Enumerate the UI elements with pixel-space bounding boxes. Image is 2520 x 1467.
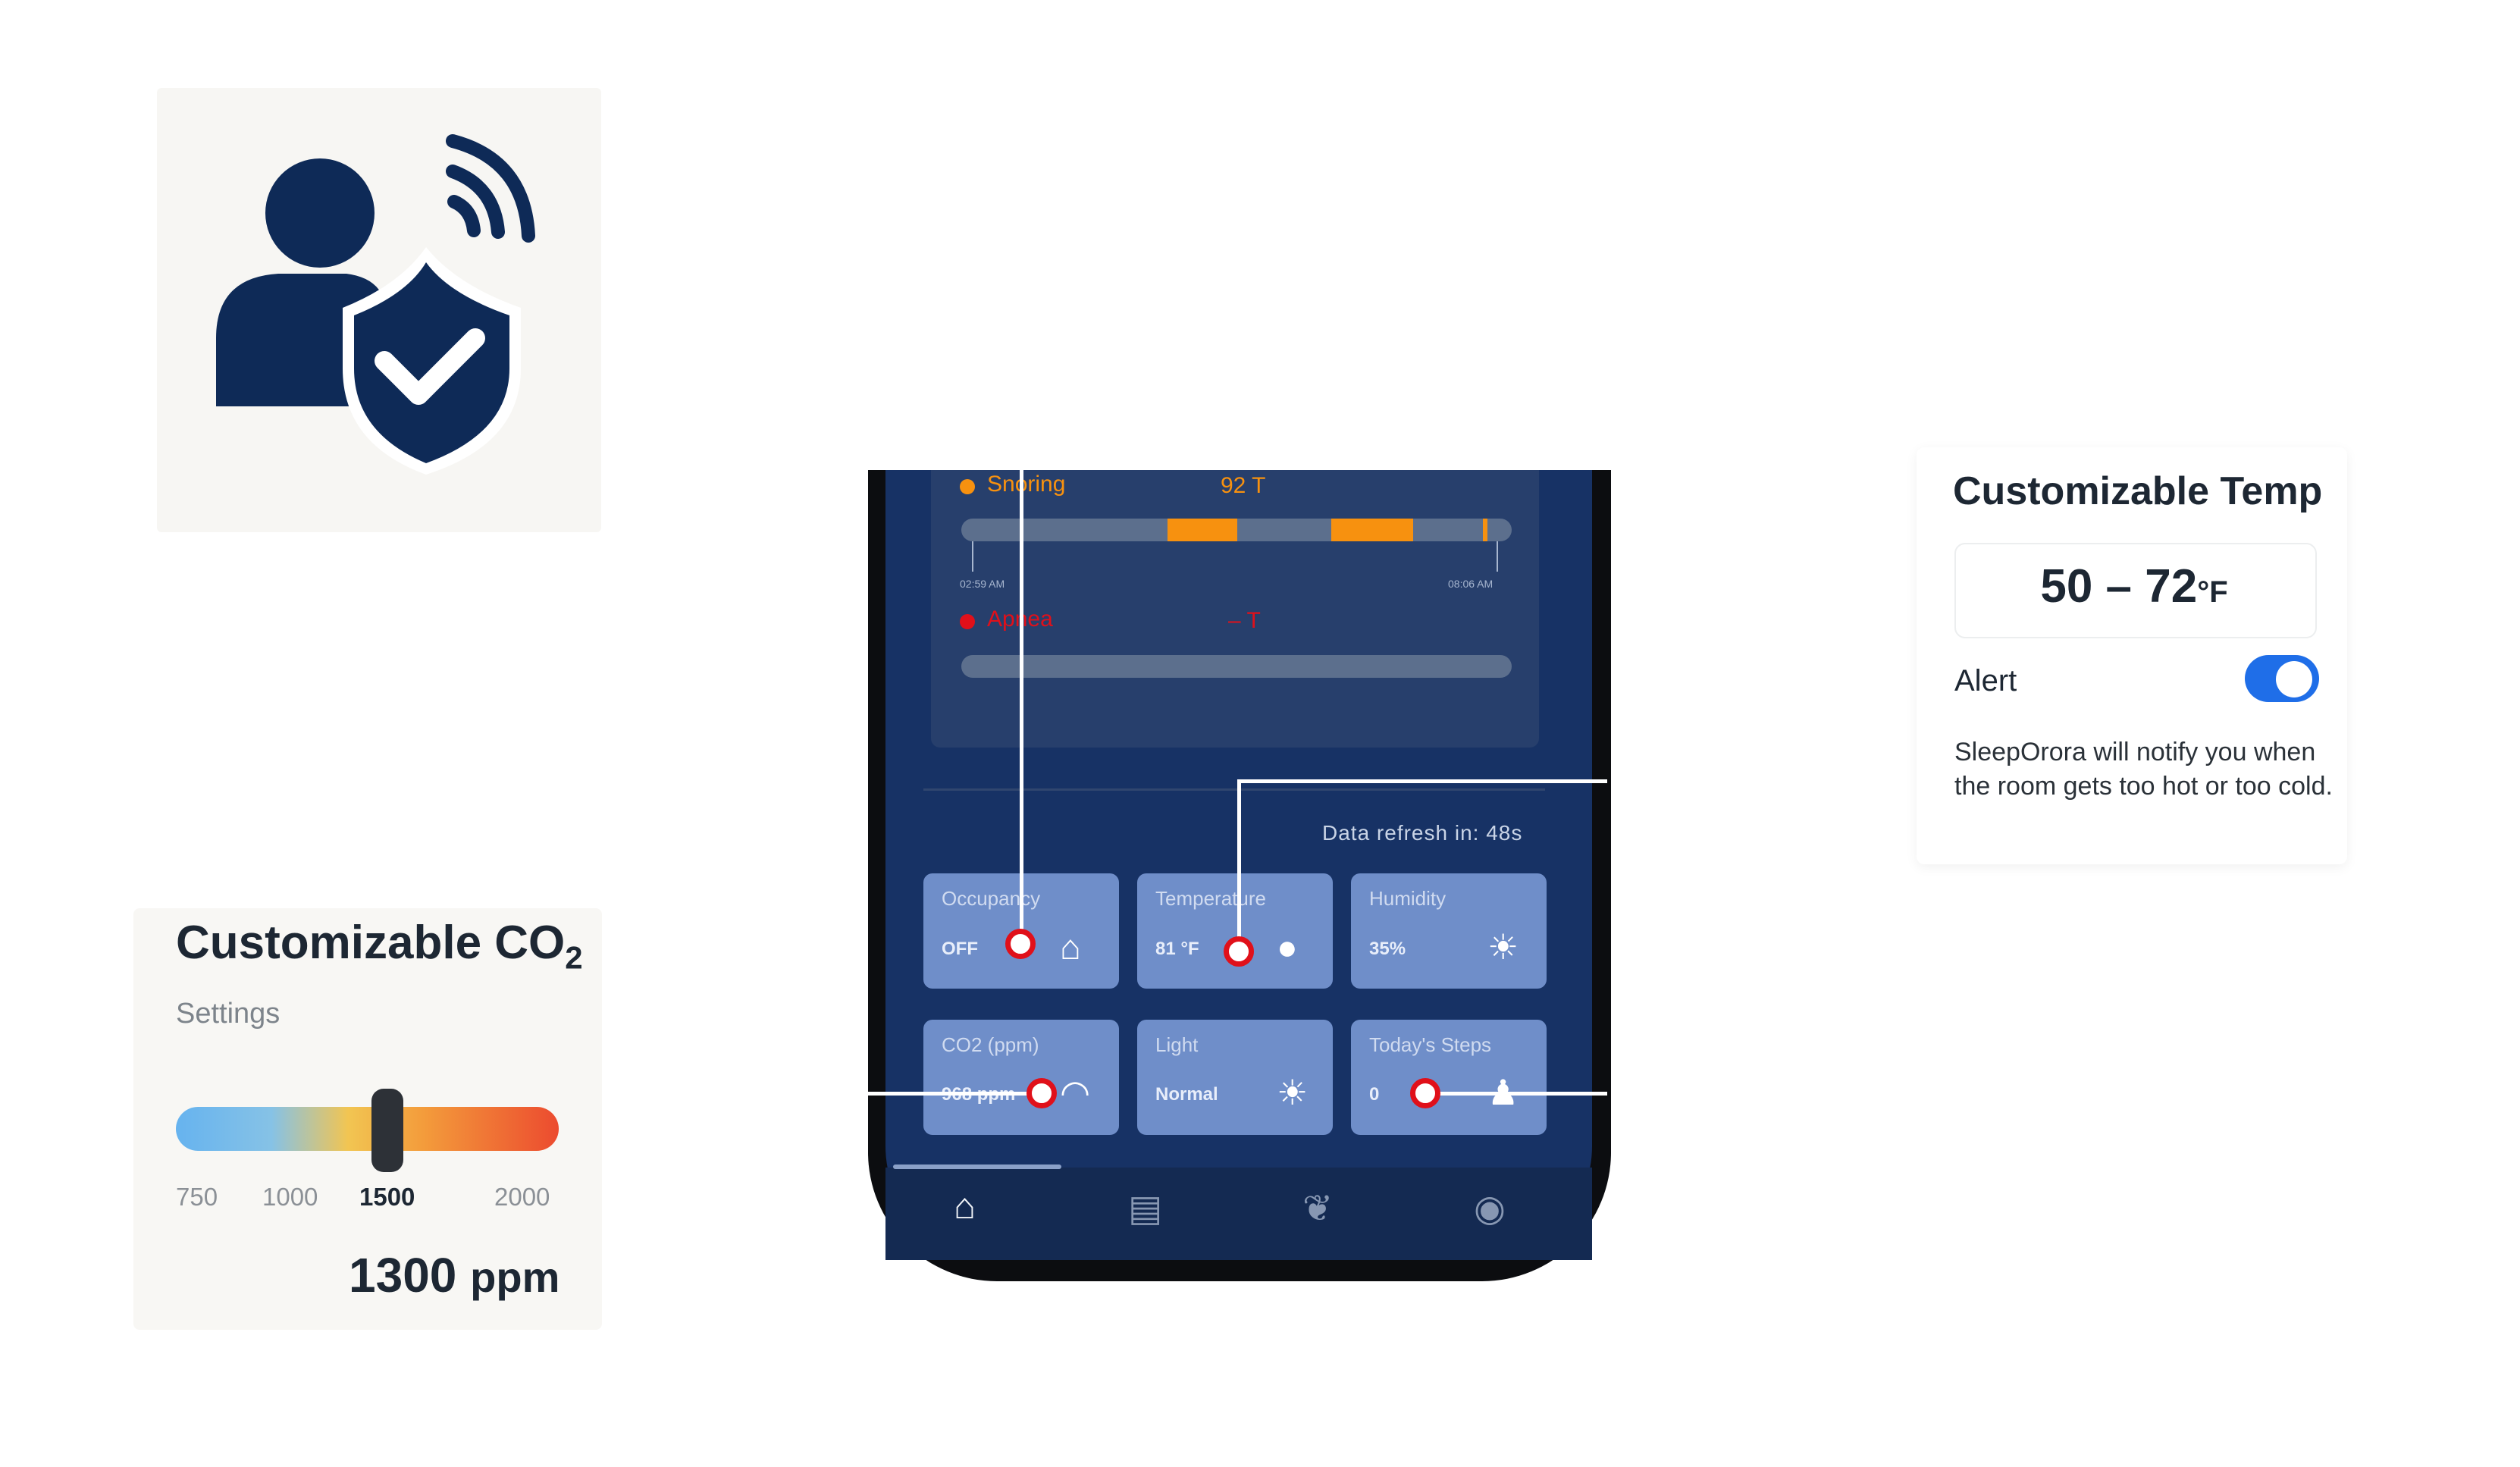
apnea-value: – T (1228, 608, 1261, 633)
tile-steps[interactable] (1351, 1020, 1547, 1135)
tile-label: Occupancy (942, 887, 1041, 910)
temp-card-title: Customizable Temp (1953, 469, 2323, 513)
annotation-marker-co2 (1026, 1078, 1057, 1108)
tile-value: 35% (1369, 939, 1406, 959)
data-refresh-countdown: Data refresh in: 48s (1322, 821, 1523, 845)
snoring-label: Snoring (987, 472, 1066, 497)
tile-label: Light (1155, 1033, 1199, 1056)
tile-temperature[interactable] (1137, 873, 1333, 989)
alert-toggle-thumb[interactable] (2276, 661, 2312, 697)
connector-line-occupancy (1020, 470, 1023, 946)
co2-threshold-slider-handle[interactable] (371, 1089, 403, 1172)
user-shield-signal-icon (216, 134, 535, 475)
sun-icon: ☀ (1277, 1073, 1309, 1112)
tile-humidity[interactable] (1351, 873, 1547, 989)
temp-range-box[interactable] (1954, 543, 2317, 638)
annotation-marker-temperature (1224, 936, 1254, 967)
timeline-end-time: 08:06 AM (1448, 578, 1494, 590)
tile-light[interactable] (1137, 1020, 1333, 1135)
connector-line-temperature (1237, 779, 1607, 783)
snoring-event (1168, 519, 1237, 541)
connector-line-co2 (868, 1092, 1042, 1096)
co2-tick-label: 2000 (494, 1183, 550, 1211)
flame-icon: ● (1277, 927, 1298, 967)
document-icon[interactable]: ▤ (1128, 1189, 1163, 1229)
snoring-event (1331, 519, 1413, 541)
apnea-timeline (961, 655, 1512, 678)
annotation-marker-steps (1410, 1078, 1440, 1108)
sleep-events-panel (931, 470, 1539, 748)
tile-label: CO2 (ppm) (942, 1033, 1039, 1056)
security-icon-card (157, 88, 601, 532)
eye-icon[interactable]: ◉ (1474, 1189, 1506, 1229)
gauge-icon: ◠ (1060, 1073, 1091, 1112)
house-icon: ⌂ (1060, 927, 1081, 967)
tile-value: OFF (942, 939, 978, 959)
alert-label: Alert (1954, 664, 2017, 697)
connector-line-steps (1425, 1092, 1607, 1096)
co2-tick-label-selected: 1500 (359, 1183, 415, 1211)
co2-tick-label: 750 (176, 1183, 218, 1211)
annotation-marker-occupancy (1005, 929, 1036, 959)
co2-card-subtitle: Settings (176, 998, 281, 1030)
timeline-start-tick (972, 541, 973, 572)
tile-label: Today's Steps (1369, 1033, 1492, 1056)
tile-value: 81 °F (1155, 939, 1199, 959)
co2-threshold-slider-track[interactable] (176, 1107, 559, 1151)
timeline-end-tick (1497, 541, 1498, 572)
bottom-tab-bar (885, 1168, 1592, 1260)
timeline-start-time: 02:59 AM (960, 578, 1005, 590)
sun-icon: ☀ (1487, 927, 1519, 967)
home-icon[interactable]: ⌂ (954, 1186, 976, 1227)
snoring-event (1483, 519, 1487, 541)
tile-label: Temperature (1155, 887, 1266, 910)
apnea-legend-dot (960, 614, 975, 629)
co2-value-readout: 1300 ppm (349, 1248, 560, 1302)
tile-value: 0 (1369, 1084, 1380, 1105)
snoring-legend-dot (960, 479, 975, 494)
active-tab-indicator (893, 1165, 1061, 1169)
co2-tick-label: 1000 (262, 1183, 318, 1211)
tile-value: Normal (1155, 1084, 1218, 1105)
brain-icon[interactable]: ❦ (1302, 1189, 1334, 1229)
connector-line-temperature (1237, 779, 1241, 954)
temp-alert-description: SleepOrora will notify you when the room… (1954, 738, 2333, 801)
snoring-value: 92 T (1221, 473, 1266, 498)
tile-co2[interactable] (923, 1020, 1119, 1135)
tile-label: Humidity (1369, 887, 1446, 910)
temp-range-value: 50 – 72°F (2040, 560, 2228, 613)
section-divider (923, 788, 1545, 791)
co2-card-title: Customizable CO2 (176, 917, 583, 976)
